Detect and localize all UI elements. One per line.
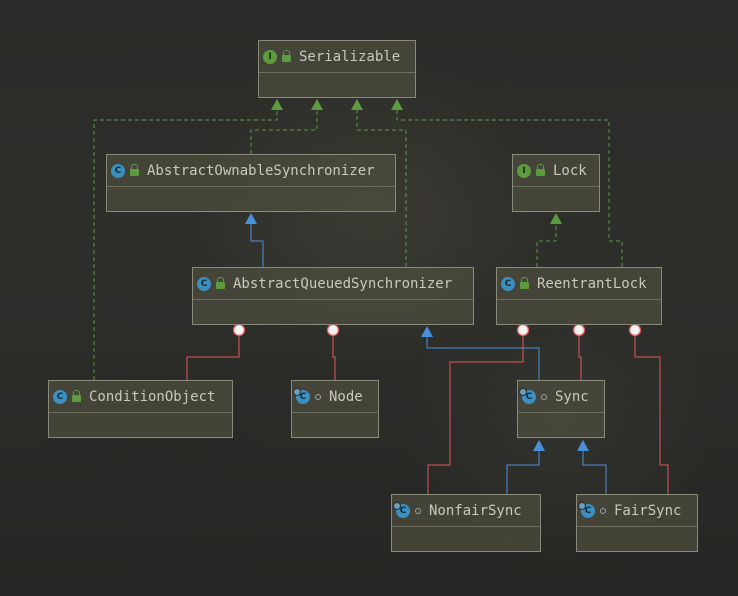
node-divider bbox=[49, 412, 232, 413]
inner-marker bbox=[516, 323, 530, 337]
node-title: AbstractQueuedSynchronizer bbox=[233, 275, 453, 292]
node-divider bbox=[292, 412, 378, 413]
edge-condition-implements-serializable bbox=[93, 104, 278, 380]
node-header: I Lock bbox=[513, 155, 599, 186]
node-nonfair-sync[interactable]: C NonfairSync bbox=[391, 494, 541, 552]
inner-edges bbox=[186, 336, 669, 494]
node-abstract-queued-synchronizer[interactable]: C AbstractQueuedSynchronizer bbox=[192, 267, 474, 325]
node-title: NonfairSync bbox=[429, 502, 522, 519]
edge-aqs-inner-node bbox=[332, 336, 336, 380]
abstract-class-icon: C bbox=[111, 163, 125, 178]
arrowhead bbox=[351, 99, 363, 110]
arrowhead bbox=[391, 99, 403, 110]
edge-aqs-extends-aos bbox=[250, 224, 264, 267]
arrowhead bbox=[271, 99, 283, 110]
package-private-icon bbox=[600, 507, 606, 514]
interface-icon: I bbox=[517, 163, 531, 178]
node-title: Sync bbox=[555, 388, 589, 405]
interface-icon: I bbox=[263, 49, 277, 64]
node-divider bbox=[577, 526, 697, 527]
edge-reentrant-implements-lock bbox=[536, 224, 557, 267]
node-divider bbox=[497, 299, 661, 300]
node-header: C AbstractOwnableSynchronizer bbox=[107, 155, 395, 186]
node-lock[interactable]: I Lock bbox=[512, 154, 600, 212]
arrowhead bbox=[311, 99, 323, 110]
edge-reentrant-implements-serializable bbox=[396, 104, 623, 267]
public-lock-icon bbox=[282, 49, 291, 62]
node-divider bbox=[193, 299, 473, 300]
edge-reentrant-inner-nonfair bbox=[427, 336, 524, 494]
public-lock-icon bbox=[72, 389, 81, 402]
extends-edges bbox=[250, 224, 607, 494]
node-sync[interactable]: C Sync bbox=[517, 380, 605, 438]
edge-aos-implements-serializable bbox=[250, 104, 318, 154]
public-lock-icon bbox=[520, 276, 529, 289]
node-title: ConditionObject bbox=[89, 388, 216, 405]
inner-class-icon: C bbox=[578, 501, 595, 518]
node-title: Serializable bbox=[299, 48, 401, 65]
node-title: ReentrantLock bbox=[537, 275, 647, 292]
edge-fair-extends-sync bbox=[582, 450, 607, 494]
extends-arrowheads bbox=[245, 213, 589, 451]
node-divider bbox=[259, 72, 415, 73]
node-header: C FairSync bbox=[577, 495, 697, 526]
inner-marker bbox=[326, 323, 340, 337]
edge-nonfair-extends-sync bbox=[506, 450, 540, 494]
arrowhead bbox=[533, 440, 545, 451]
node-header: C Node bbox=[292, 381, 378, 412]
class-icon: C bbox=[53, 389, 67, 404]
arrowhead bbox=[421, 326, 433, 337]
inner-markers bbox=[232, 323, 642, 337]
node-header: C ReentrantLock bbox=[497, 268, 661, 299]
inner-marker bbox=[232, 323, 246, 337]
node-node[interactable]: C Node bbox=[291, 380, 379, 438]
inner-marker bbox=[628, 323, 642, 337]
edge-reentrant-inner-sync bbox=[578, 336, 582, 380]
public-lock-icon bbox=[130, 163, 139, 176]
node-header: C ConditionObject bbox=[49, 381, 232, 412]
implements-edges bbox=[93, 104, 623, 380]
public-lock-icon bbox=[536, 163, 545, 176]
node-divider bbox=[107, 186, 395, 187]
arrowhead bbox=[577, 440, 589, 451]
node-header: C NonfairSync bbox=[392, 495, 540, 526]
node-title: AbstractOwnableSynchronizer bbox=[147, 162, 375, 179]
node-header: C Sync bbox=[518, 381, 604, 412]
node-reentrant-lock[interactable]: C ReentrantLock bbox=[496, 267, 662, 325]
node-fair-sync[interactable]: C FairSync bbox=[576, 494, 698, 552]
package-private-icon bbox=[541, 393, 547, 400]
node-title: Lock bbox=[553, 162, 587, 179]
node-serializable[interactable]: I Serializable bbox=[258, 40, 416, 98]
node-title: Node bbox=[329, 388, 363, 405]
inner-abstract-class-icon: C bbox=[519, 387, 536, 404]
edge-reentrant-inner-fair bbox=[634, 336, 669, 494]
public-lock-icon bbox=[216, 276, 225, 289]
node-divider bbox=[392, 526, 540, 527]
arrowhead bbox=[550, 213, 562, 224]
inner-class-icon: C bbox=[293, 387, 310, 404]
node-condition-object[interactable]: C ConditionObject bbox=[48, 380, 233, 438]
class-icon: C bbox=[501, 276, 515, 291]
arrowhead bbox=[245, 213, 257, 224]
inner-class-icon: C bbox=[393, 501, 410, 518]
package-private-icon bbox=[415, 507, 421, 514]
node-header: I Serializable bbox=[259, 41, 415, 72]
inner-marker bbox=[572, 323, 586, 337]
node-divider bbox=[518, 412, 604, 413]
edge-aqs-inner-condition bbox=[186, 336, 240, 380]
abstract-class-icon: C bbox=[197, 276, 211, 291]
node-title: FairSync bbox=[614, 502, 682, 519]
package-private-icon bbox=[315, 393, 321, 400]
implements-arrowheads bbox=[271, 99, 562, 224]
edge-sync-extends-aqs bbox=[426, 337, 540, 380]
edge-aqs-implements-serializable bbox=[356, 104, 407, 267]
node-divider bbox=[513, 186, 599, 187]
node-abstract-ownable-synchronizer[interactable]: C AbstractOwnableSynchronizer bbox=[106, 154, 396, 212]
node-header: C AbstractQueuedSynchronizer bbox=[193, 268, 473, 299]
